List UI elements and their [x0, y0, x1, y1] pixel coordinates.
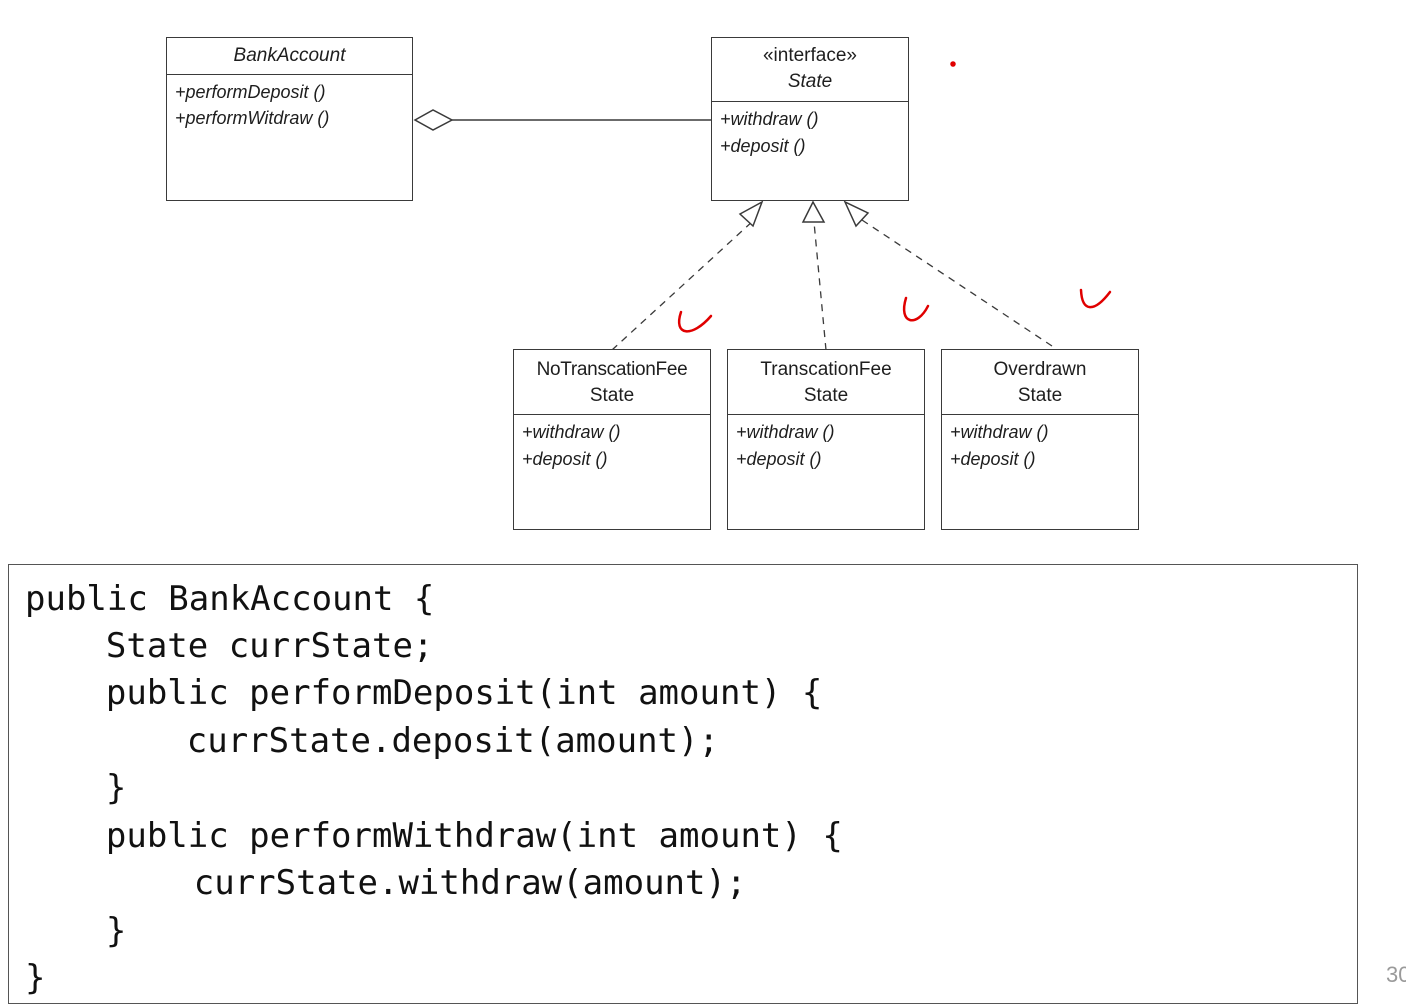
interface-state: «interface» State +withdraw () +deposit … — [711, 37, 909, 201]
code-line: public performWithdraw(int amount) { — [24, 816, 843, 856]
annotation-check-fee — [903, 296, 930, 322]
operation-perform-withdraw: +performWitdraw () — [175, 108, 330, 128]
code-line: } — [24, 911, 127, 951]
class-no-fee-name-line1: NoTranscationFee — [536, 359, 688, 380]
realization-arrowhead-fee — [801, 200, 826, 223]
class-bank-account-name: BankAccount — [233, 45, 346, 66]
annotation-check-no-fee — [678, 310, 713, 333]
class-fee-name-line1: TranscationFee — [760, 359, 892, 380]
class-no-fee-operations: +withdraw () +deposit () — [514, 415, 710, 473]
realization-line-fee — [813, 221, 827, 351]
code-line: currState.deposit(amount); — [23, 721, 719, 761]
aggregation-diamond — [413, 109, 454, 131]
code-panel: public BankAccount { State currState; pu… — [8, 564, 1358, 1004]
class-overdrawn-state: Overdrawn State +withdraw () +deposit () — [941, 349, 1139, 530]
realization-line-overdrawn — [861, 219, 1053, 347]
class-transaction-fee-state: TranscationFee State +withdraw () +depos… — [727, 349, 925, 530]
class-overdrawn-header: Overdrawn State — [942, 350, 1138, 415]
operation-deposit: +deposit () — [950, 449, 1036, 469]
class-overdrawn-name-line2: State — [1017, 385, 1063, 406]
class-no-transaction-fee-state: NoTranscationFee State +withdraw () +dep… — [513, 349, 711, 530]
code-line: public performDeposit(int amount) { — [24, 673, 823, 713]
code-line: currState.withdraw(amount); — [30, 863, 747, 903]
operation-withdraw: +withdraw () — [720, 109, 819, 129]
code-line: public BankAccount { — [25, 579, 435, 619]
interface-stereotype: «interface» — [762, 45, 857, 66]
page-number: 30 — [1386, 962, 1406, 987]
class-bank-account: BankAccount +performDeposit () +performW… — [166, 37, 413, 201]
class-fee-name-line2: State — [803, 385, 849, 406]
realization-arrowhead-no-fee — [738, 200, 764, 228]
realization-arrowhead-overdrawn — [843, 200, 870, 228]
code-line: State currState; — [24, 626, 434, 666]
operation-deposit: +deposit () — [736, 449, 822, 469]
realization-line-no-fee — [611, 219, 755, 351]
annotation-check-overdrawn — [1079, 288, 1112, 309]
class-fee-header: TranscationFee State — [728, 350, 924, 415]
interface-state-name: State — [787, 71, 833, 92]
operation-deposit: +deposit () — [522, 449, 608, 469]
interface-state-header: «interface» State — [712, 38, 908, 102]
code-line: } — [24, 768, 127, 808]
class-fee-operations: +withdraw () +deposit () — [728, 415, 924, 473]
operation-withdraw: +withdraw () — [736, 422, 835, 442]
interface-state-operations: +withdraw () +deposit () — [712, 102, 908, 160]
operation-withdraw: +withdraw () — [950, 422, 1049, 442]
class-no-fee-name-line2: State — [589, 385, 635, 406]
class-bank-account-operations: +performDeposit () +performWitdraw () — [167, 75, 412, 132]
class-no-fee-header: NoTranscationFee State — [514, 350, 710, 415]
class-overdrawn-operations: +withdraw () +deposit () — [942, 415, 1138, 473]
class-overdrawn-name-line1: Overdrawn — [993, 359, 1087, 380]
operation-withdraw: +withdraw () — [522, 422, 621, 442]
operation-deposit: +deposit () — [720, 136, 806, 156]
operation-perform-deposit: +performDeposit () — [175, 82, 326, 102]
code-line: } — [25, 958, 46, 998]
annotation-dot — [950, 61, 956, 67]
class-bank-account-header: BankAccount — [167, 38, 412, 75]
